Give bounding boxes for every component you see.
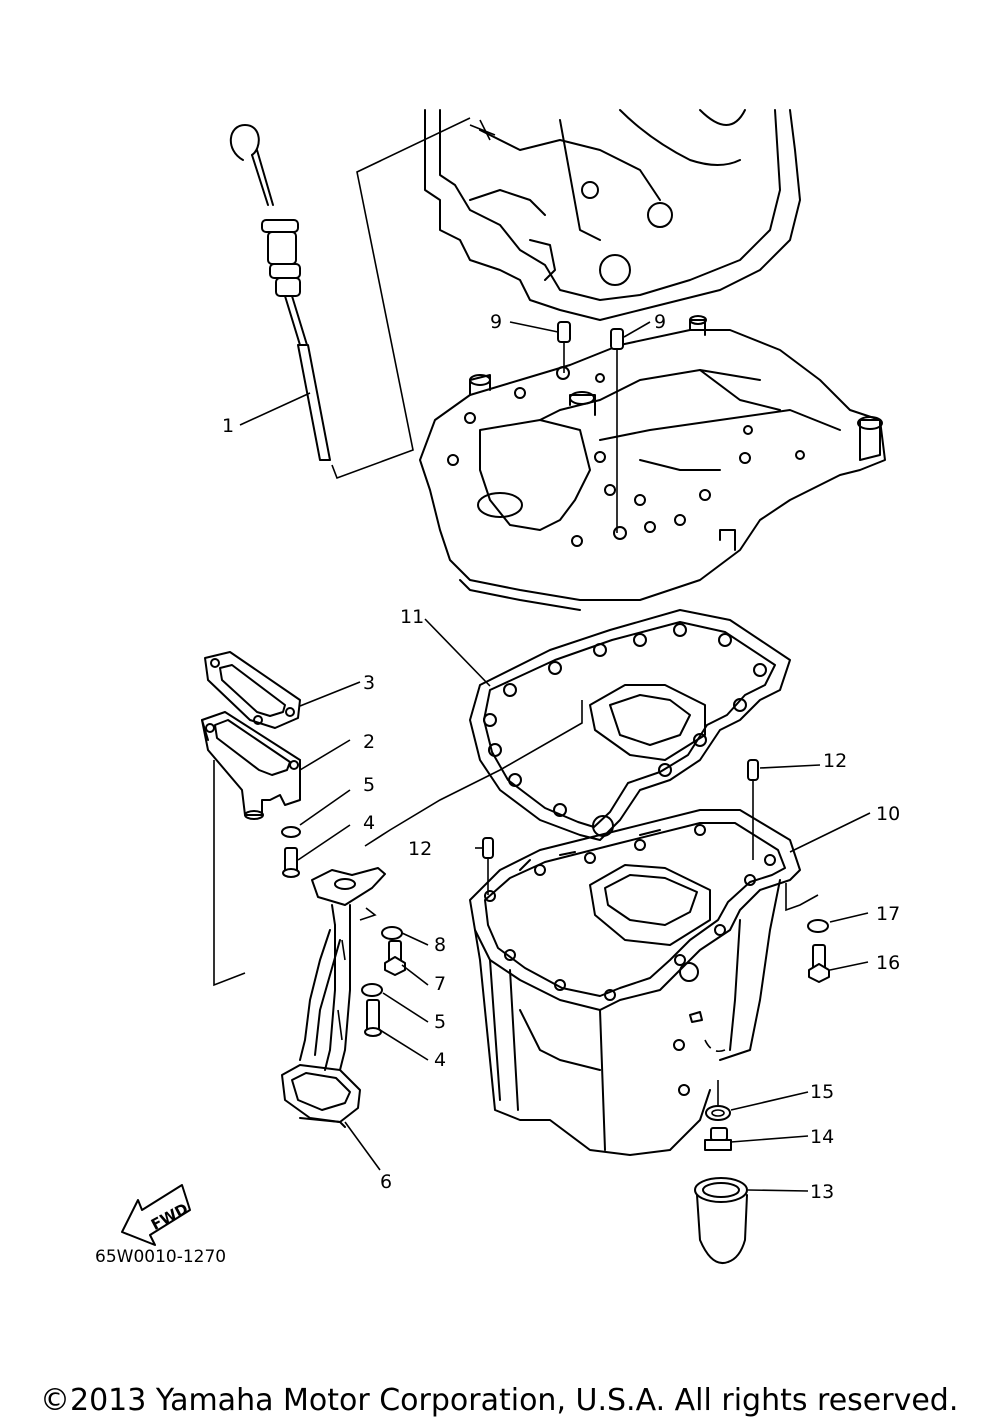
diagram-reference-code: 65W0010-1270 (95, 1247, 226, 1267)
leader-lines (239, 321, 871, 1192)
gasket-15 (705, 1105, 731, 1121)
dowel-pin-12-right (747, 759, 759, 860)
bolt-4-upper (282, 847, 300, 878)
label-part-16: 16 (876, 952, 900, 974)
label-part-8: 8 (434, 934, 446, 956)
strainer-arrow (359, 907, 377, 921)
label-part-12-left: 12 (408, 838, 432, 860)
fwd-label: FWD (148, 1200, 191, 1234)
label-part-1: 1 (222, 415, 234, 437)
copyright-notice: ©2013 Yamaha Motor Corporation, U.S.A. A… (40, 1383, 958, 1418)
washer-5-upper (281, 826, 301, 838)
upper-casing (419, 315, 886, 611)
label-part-14: 14 (810, 1126, 834, 1148)
small-gasket-3 (204, 651, 301, 729)
washer-17 (807, 919, 829, 933)
label-part-2: 2 (363, 731, 375, 753)
strainer-bracket-2 (201, 711, 301, 820)
gasket-guide-line (364, 700, 583, 847)
fwd-arrow-icon: FWD (121, 1184, 191, 1246)
oil-strainer-6 (281, 867, 386, 1128)
washer-5-lower (361, 983, 383, 997)
label-part-4-upper: 4 (363, 812, 375, 834)
dowel-pin-9-right (610, 328, 624, 533)
label-part-11: 11 (400, 606, 424, 628)
label-part-5-upper: 5 (363, 774, 375, 796)
label-part-13: 13 (810, 1181, 834, 1203)
label-part-5-lower: 5 (434, 1011, 446, 1033)
label-part-17: 17 (876, 903, 900, 925)
label-part-9-left: 9 (490, 311, 502, 333)
bolt-4-lower (364, 999, 382, 1037)
label-part-10: 10 (876, 803, 900, 825)
strainer-guide-line (213, 760, 246, 987)
drain-plug-14 (704, 1127, 732, 1151)
label-part-3: 3 (363, 672, 375, 694)
pan-guide-line (785, 883, 819, 912)
label-part-15: 15 (810, 1081, 834, 1103)
dowel-pin-9-left (557, 321, 571, 373)
label-part-12-right: 12 (823, 750, 847, 772)
bolt-7 (384, 940, 406, 976)
label-part-6: 6 (380, 1171, 392, 1193)
label-part-4-lower: 4 (434, 1049, 446, 1071)
engine-block (424, 109, 801, 321)
oil-pan-10 (469, 809, 801, 1156)
label-part-9-right: 9 (654, 311, 666, 333)
dipstick-guide-lines (331, 117, 471, 480)
bolt-16 (808, 944, 830, 983)
label-part-7: 7 (434, 973, 446, 995)
dipstick (229, 124, 331, 461)
drain-tube-13 (694, 1177, 748, 1264)
oil-pan-gasket (469, 609, 791, 841)
washer-8 (381, 926, 403, 940)
